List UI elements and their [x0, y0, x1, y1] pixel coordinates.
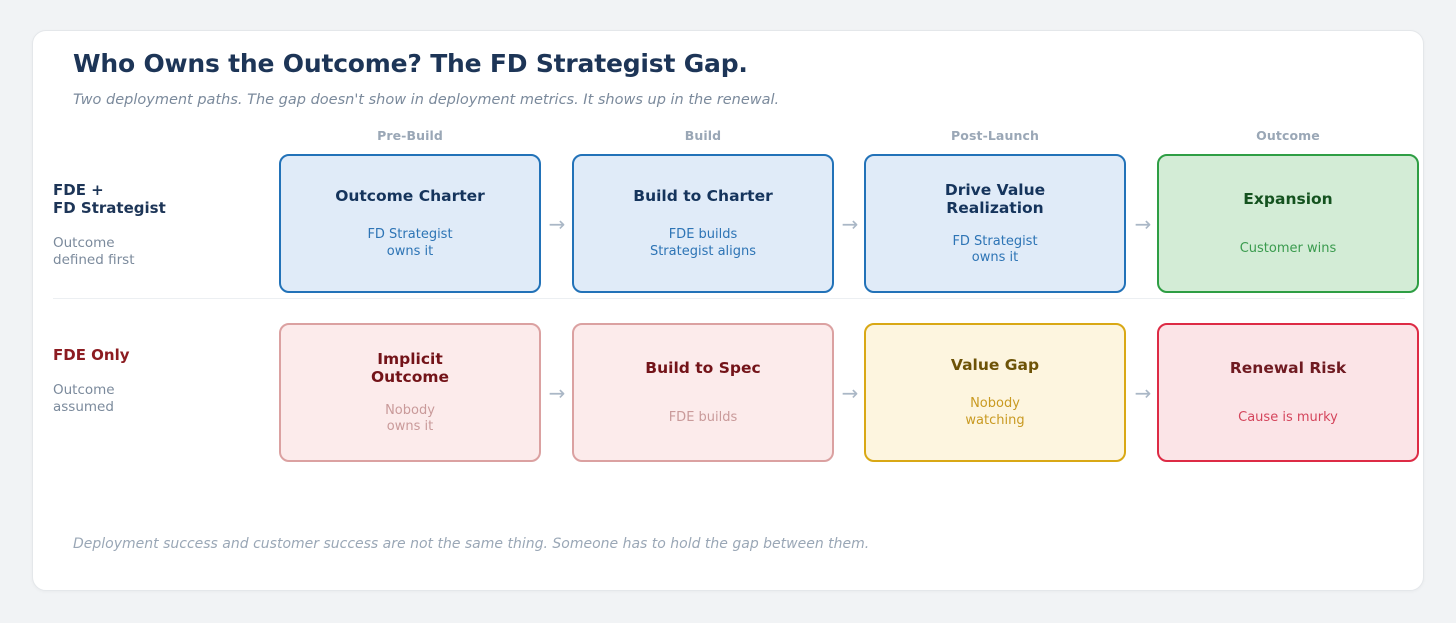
node-expansion[interactable]: Expansion Customer wins: [1157, 154, 1419, 293]
node-subtitle: Customer wins: [1239, 241, 1337, 256]
arrow-right-icon: →: [1134, 212, 1152, 236]
node-title: Outcome Charter: [335, 186, 485, 205]
arrow-right-icon: →: [841, 212, 859, 236]
node-title: Build to Charter: [633, 186, 773, 205]
row-label-fde-only: FDE Only Outcome assumed: [53, 346, 279, 416]
matrix-grid: Pre-Build Build Post-Launch Outcome FDE …: [33, 31, 1425, 592]
node-implicit-outcome[interactable]: Implicit Outcome Nobody owns it: [279, 323, 541, 462]
row-divider: [53, 298, 1405, 299]
node-value-gap[interactable]: Value Gap Nobody watching: [864, 323, 1126, 462]
row-label-title: FDE + FD Strategist: [53, 181, 166, 217]
footnote: Deployment success and customer success …: [73, 536, 870, 552]
arrow-right-icon: →: [548, 381, 566, 405]
node-subtitle: FDE builds: [668, 410, 738, 425]
node-subtitle: FD Strategist owns it: [952, 233, 1038, 266]
arrow-right-icon: →: [1134, 381, 1152, 405]
column-header-build: Build: [684, 128, 722, 143]
node-title: Expansion: [1243, 189, 1333, 208]
node-subtitle: Cause is murky: [1238, 410, 1338, 425]
arrow-right-icon: →: [841, 381, 859, 405]
row-label-subtitle: Outcome assumed: [53, 382, 115, 415]
page-title: Who Owns the Outcome? The FD Strategist …: [73, 49, 748, 78]
node-title: Drive Value Realization: [944, 180, 1046, 218]
column-header-outcome: Outcome: [1256, 128, 1320, 143]
node-title: Value Gap: [950, 355, 1040, 374]
node-renewal-risk[interactable]: Renewal Risk Cause is murky: [1157, 323, 1419, 462]
node-build-to-charter[interactable]: Build to Charter FDE builds Strategist a…: [572, 154, 834, 293]
node-title: Renewal Risk: [1229, 358, 1347, 377]
node-outcome-charter[interactable]: Outcome Charter FD Strategist owns it: [279, 154, 541, 293]
node-subtitle: Nobody watching: [965, 396, 1025, 428]
row-label-fde-plus-strategist: FDE + FD Strategist Outcome defined firs…: [53, 181, 279, 269]
node-subtitle: FD Strategist owns it: [367, 227, 453, 259]
node-subtitle: FDE builds Strategist aligns: [649, 227, 757, 259]
node-title: Build to Spec: [645, 358, 761, 377]
node-title: Implicit Outcome: [370, 349, 450, 387]
row-label-subtitle: Outcome defined first: [53, 235, 135, 268]
page-subtitle: Two deployment paths. The gap doesn't sh…: [73, 92, 780, 108]
column-header-pre-build: Pre-Build: [377, 128, 443, 143]
diagram-surface: Who Owns the Outcome? The FD Strategist …: [32, 30, 1424, 591]
row-label-title: FDE Only: [53, 346, 130, 364]
column-header-post-launch: Post-Launch: [951, 128, 1039, 143]
node-subtitle: Nobody owns it: [385, 402, 435, 435]
arrow-right-icon: →: [548, 212, 566, 236]
node-drive-value-realization[interactable]: Drive Value Realization FD Strategist ow…: [864, 154, 1126, 293]
node-build-to-spec[interactable]: Build to Spec FDE builds: [572, 323, 834, 462]
